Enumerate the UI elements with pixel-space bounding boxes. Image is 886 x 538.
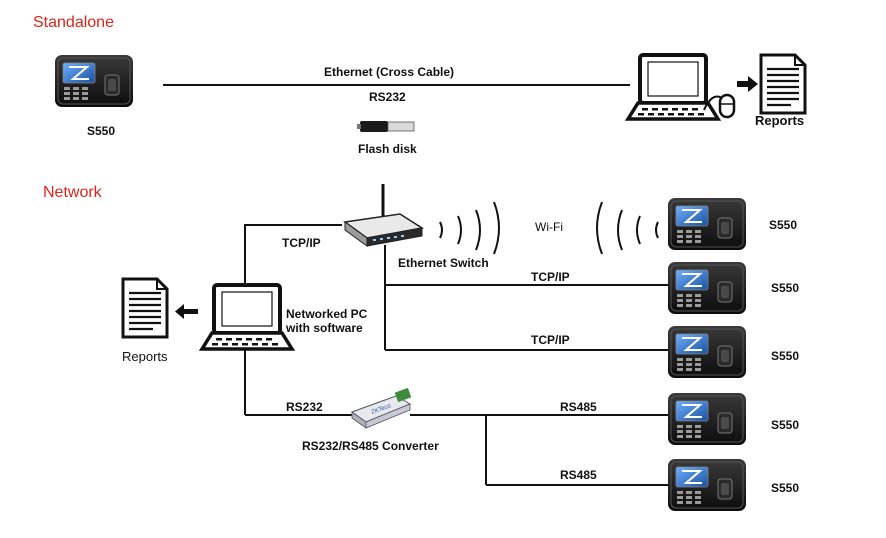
mouse-icon <box>703 93 736 119</box>
standalone-s550-device <box>54 54 134 108</box>
network-reports-label: Reports <box>122 349 168 364</box>
router-tcpip-label: TCP/IP <box>282 236 321 250</box>
ethernet-cross-cable-label: Ethernet (Cross Cable) <box>324 65 455 79</box>
rs232-rs485-converter-icon: ZKTeco <box>350 387 412 429</box>
device-4-label: S550 <box>771 418 800 432</box>
flash-disk-label: Flash disk <box>358 142 417 156</box>
wifi-signal-right-icon <box>596 201 659 255</box>
network-reports-icon <box>121 277 169 339</box>
device-1-label: S550 <box>769 218 798 232</box>
device-5-link-label: RS485 <box>560 468 597 482</box>
network-s550-device-4 <box>667 392 747 446</box>
network-pc-icon <box>200 283 294 351</box>
arrow-left-icon <box>175 304 198 319</box>
network-s550-device-5 <box>667 458 747 512</box>
device-3-label: S550 <box>771 349 800 363</box>
network-s550-device-1 <box>667 197 747 251</box>
standalone-heading: Standalone <box>33 14 114 31</box>
standalone-reports-icon <box>759 53 807 115</box>
network-s550-device-2 <box>667 261 747 315</box>
converter-label: RS232/RS485 Converter <box>302 439 439 453</box>
ethernet-switch-icon <box>343 184 425 247</box>
network-heading: Network <box>43 184 102 201</box>
device-2-label: S550 <box>771 281 800 295</box>
wifi-signal-left-icon <box>439 201 500 255</box>
device-2-link-label: TCP/IP <box>531 270 570 284</box>
flash-disk-icon <box>357 121 415 132</box>
network-rs232-label: RS232 <box>286 400 323 414</box>
standalone-device-label: S550 <box>87 124 116 138</box>
standalone-reports-label: Reports <box>755 113 805 128</box>
device-4-link-label: RS485 <box>560 400 597 414</box>
networked-pc-label-line1: Networked PC <box>286 307 368 321</box>
network-wiring <box>244 224 668 486</box>
network-s550-device-3 <box>667 325 747 379</box>
arrow-right-icon <box>737 76 758 92</box>
wifi-label: Wi-Fi <box>535 220 563 234</box>
ethernet-switch-label: Ethernet Switch <box>398 256 489 270</box>
device-3-link-label: TCP/IP <box>531 333 570 347</box>
device-5-label: S550 <box>771 481 800 495</box>
standalone-rs232-label: RS232 <box>369 90 406 104</box>
networked-pc-label-line2: with software <box>286 321 363 335</box>
